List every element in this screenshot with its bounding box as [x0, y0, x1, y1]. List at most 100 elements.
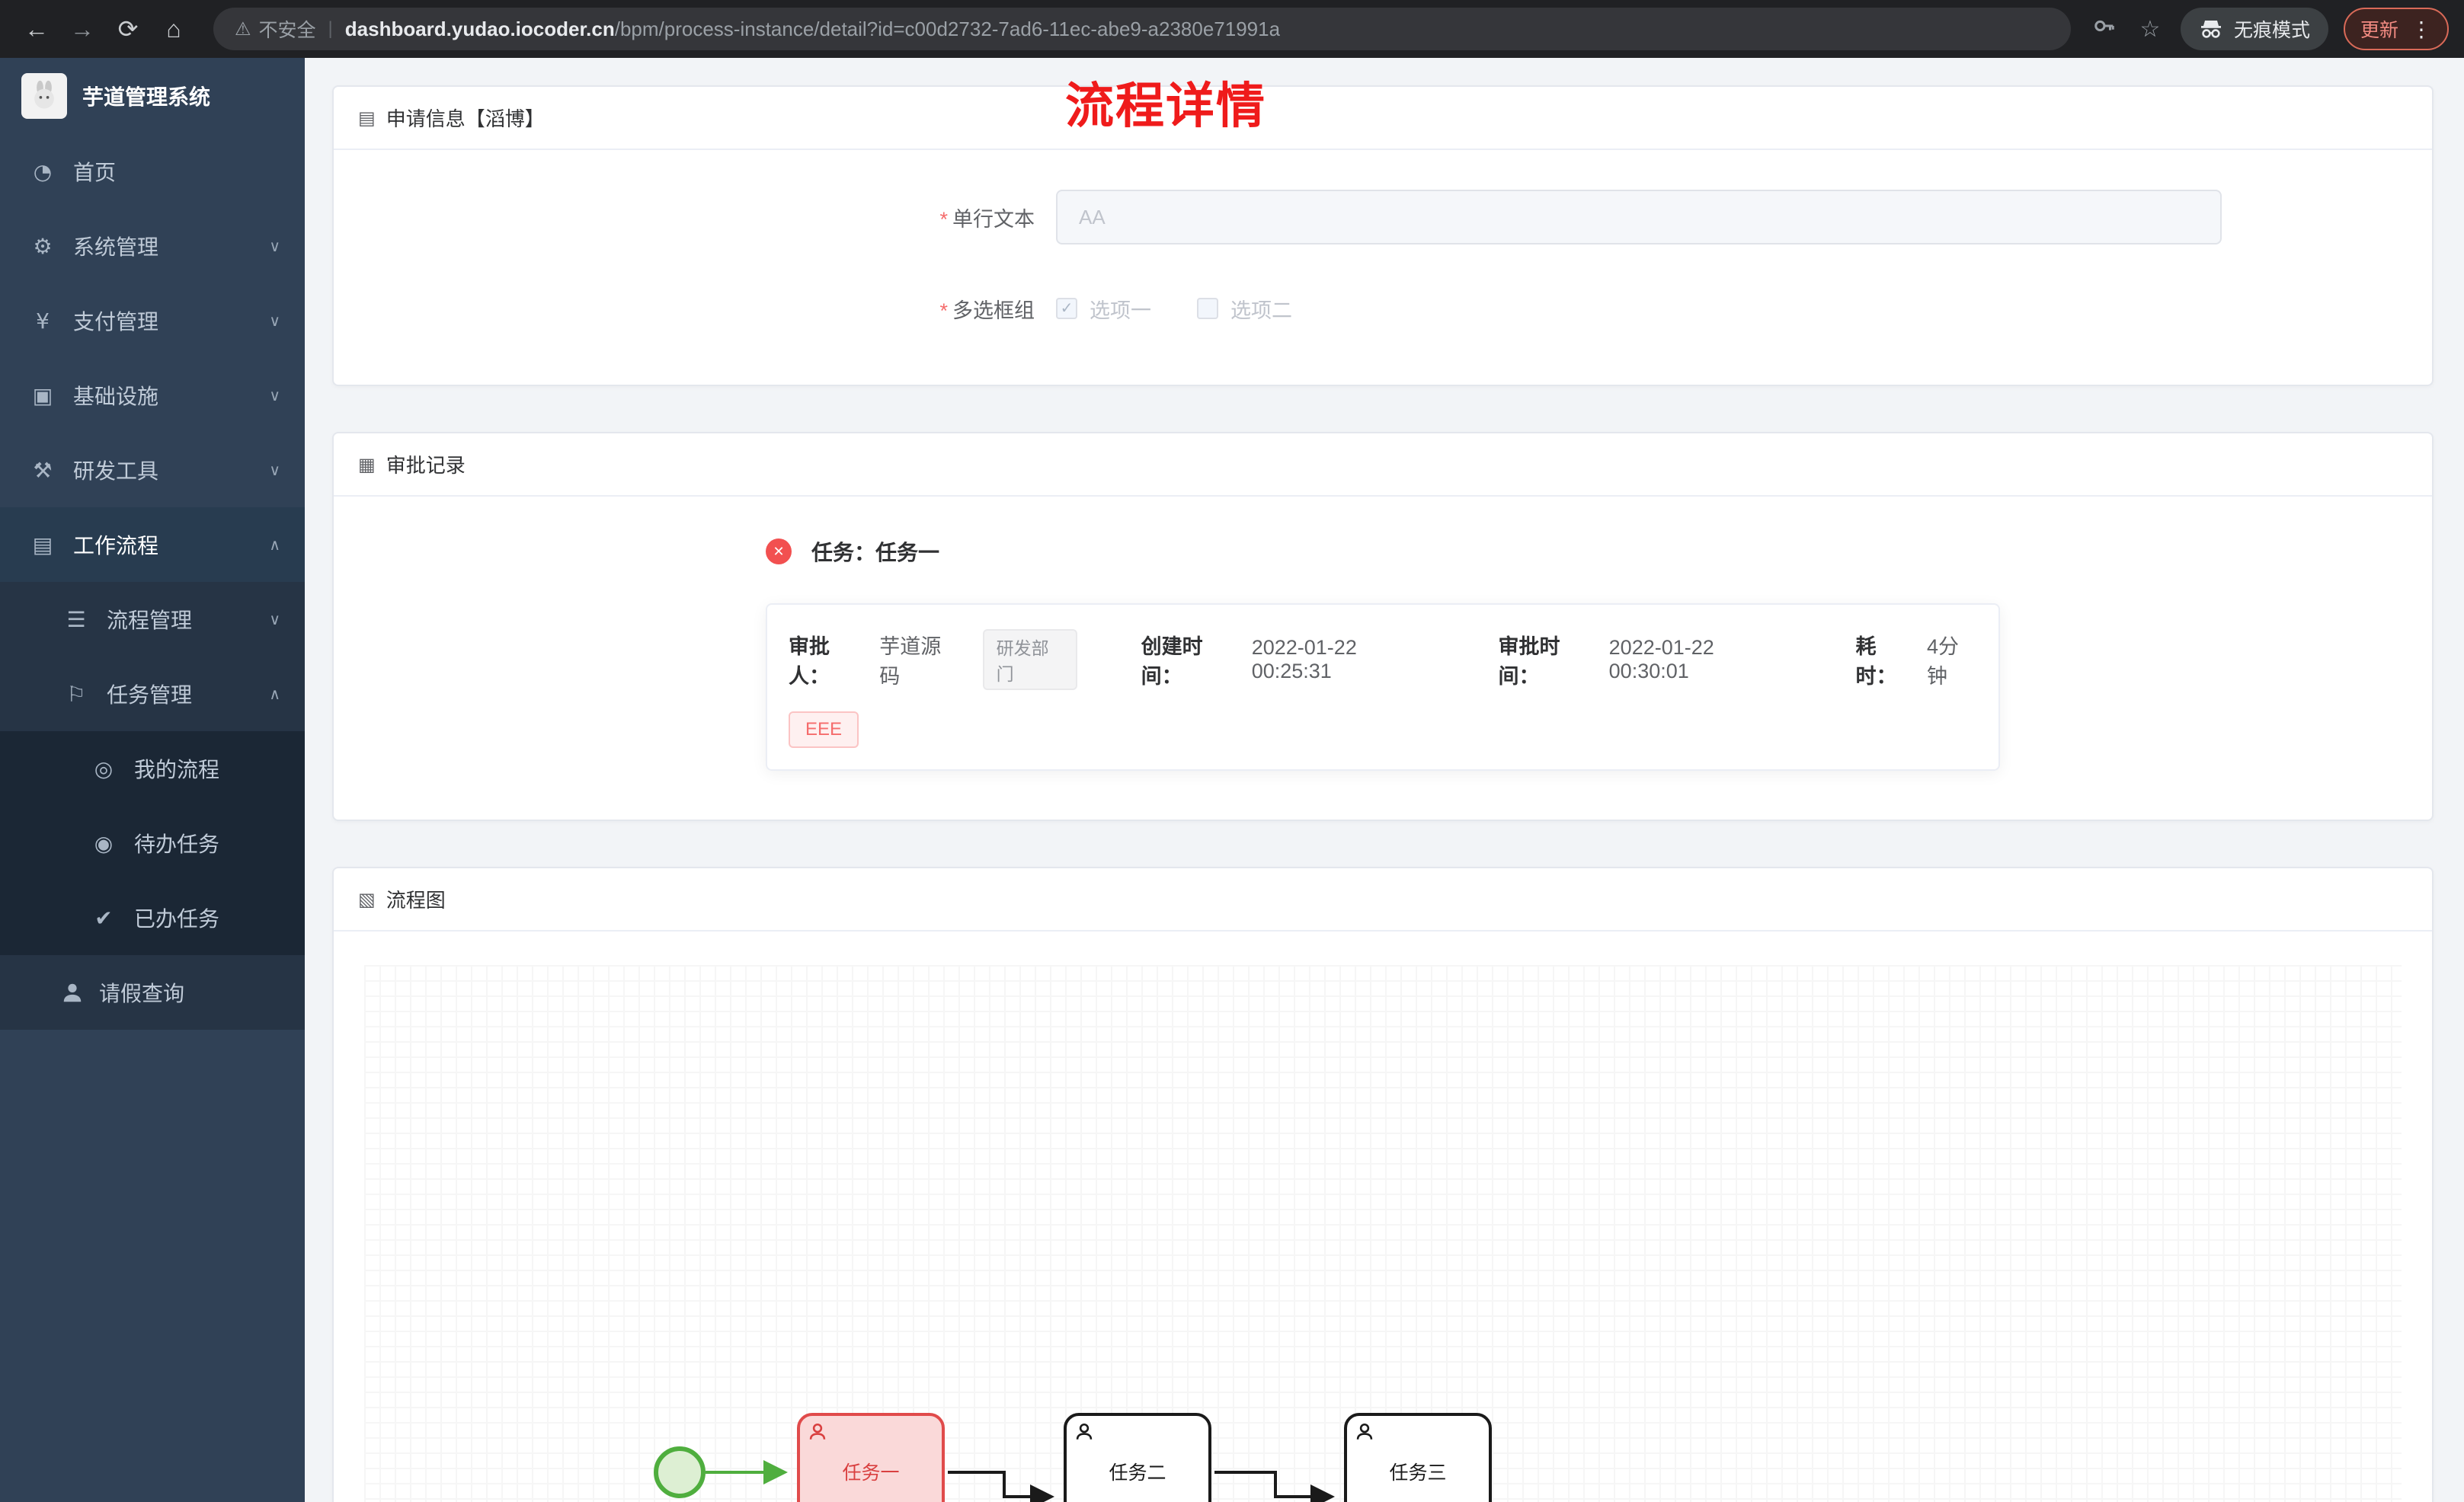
- dashboard-icon: ◔: [33, 158, 53, 184]
- sidebar-item-my-process[interactable]: ◎ 我的流程: [0, 731, 305, 806]
- app-logo[interactable]: 芋道管理系统: [0, 58, 305, 134]
- sidebar-item-infrastructure[interactable]: ▣ 基础设施 ∨: [0, 358, 305, 433]
- required-mark: *: [939, 299, 948, 322]
- dept-tag: 研发部门: [982, 629, 1077, 690]
- task-node-1[interactable]: 任务一: [797, 1413, 945, 1502]
- form-row-checkbox-group: *多选框组 ✓ 选项一 选项二: [334, 281, 2432, 336]
- checkbox-label: 选项二: [1230, 299, 1292, 322]
- field-label: *单行文本: [939, 207, 1035, 231]
- sidebar-item-todo-tasks[interactable]: ◉ 待办任务: [0, 806, 305, 880]
- diagram-icon: ▧: [358, 888, 376, 910]
- sidebar-item-workflow[interactable]: ▤ 工作流程 ∧: [0, 507, 305, 582]
- duration-label: 耗时：: [1855, 635, 1897, 688]
- warning-icon: ⚠: [235, 18, 251, 40]
- logo-rabbit-icon: [21, 73, 67, 119]
- task-title: 任务：任务一: [811, 541, 940, 564]
- chevron-up-icon: ∧: [269, 685, 280, 703]
- start-event-node[interactable]: [654, 1446, 706, 1498]
- approver-name: 芋道源码: [879, 635, 942, 688]
- sidebar-item-label: 工作流程: [73, 534, 159, 558]
- application-info-card: ▤ 申请信息【滔博】 *单行文本 *多选框组 ✓ 选项一 选项二: [332, 85, 2434, 386]
- process-diagram-header: ▧ 流程图: [334, 868, 2432, 932]
- forward-icon[interactable]: →: [70, 15, 94, 43]
- gear-icon: ⚙: [33, 233, 53, 259]
- url-text[interactable]: dashboard.yudao.iocoder.cn/bpm/process-i…: [345, 18, 1280, 41]
- approved-time: 2022-01-22 00:30:01: [1608, 636, 1714, 682]
- url-domain: dashboard.yudao.iocoder.cn: [344, 17, 615, 40]
- document-icon: ▤: [358, 107, 376, 129]
- task-label: 任务二: [1109, 1462, 1166, 1484]
- sidebar-item-devtools[interactable]: ⚒ 研发工具 ∨: [0, 433, 305, 507]
- sidebar-item-home[interactable]: ◔ 首页: [0, 134, 305, 209]
- sidebar-item-label: 待办任务: [134, 832, 220, 856]
- sidebar-item-system[interactable]: ⚙ 系统管理 ∨: [0, 209, 305, 283]
- bpmn-canvas[interactable]: 任务一 任务二 任务三: [364, 965, 2402, 1502]
- chevron-up-icon: ∧: [269, 536, 280, 554]
- sidebar-item-label: 已办任务: [134, 907, 220, 931]
- check-icon: ✔: [94, 905, 113, 931]
- incognito-badge: 无痕模式: [2180, 8, 2328, 50]
- eye-icon: ◉: [94, 830, 114, 856]
- checkbox-unchecked-icon: [1197, 298, 1218, 319]
- sidebar-item-label: 流程管理: [107, 609, 193, 632]
- chevron-down-icon: ∨: [269, 611, 280, 628]
- sidebar-item-leave-query[interactable]: 请假查询: [0, 955, 305, 1030]
- user-task-icon: [809, 1423, 826, 1440]
- browser-toolbar: ← → ⟳ ⌂ ⚠ 不安全 | dashboard.yudao.iocoder.…: [0, 0, 2464, 58]
- bookmark-star-icon[interactable]: ☆: [2139, 16, 2161, 42]
- key-icon[interactable]: [2089, 14, 2120, 43]
- browser-menu-icon[interactable]: ⋮: [2411, 17, 2432, 41]
- created-time: 2022-01-22 00:25:31: [1251, 636, 1357, 682]
- sidebar-item-task-management[interactable]: ⚐ 任务管理 ∧: [0, 657, 305, 731]
- chevron-down-icon: ∨: [269, 462, 280, 479]
- address-bar[interactable]: ⚠ 不安全 | dashboard.yudao.iocoder.cn/bpm/p…: [213, 8, 2071, 50]
- field-label: *多选框组: [939, 299, 1035, 322]
- application-info-title: 申请信息【滔博】: [386, 107, 545, 130]
- sidebar-item-label: 支付管理: [73, 310, 159, 334]
- main-content: 流程详情 ▤ 申请信息【滔博】 *单行文本 *多选框组 ✓ 选项一: [305, 58, 2464, 1502]
- task-label: 任务三: [1389, 1462, 1447, 1484]
- security-label[interactable]: ⚠ 不安全: [235, 18, 316, 42]
- incognito-icon: [2200, 21, 2221, 38]
- approval-record-title: 审批记录: [386, 454, 466, 477]
- chevron-down-icon: ∨: [269, 238, 280, 255]
- task-node-2[interactable]: 任务二: [1064, 1413, 1211, 1502]
- update-label: 更新: [2360, 20, 2398, 41]
- required-mark: *: [939, 207, 948, 231]
- reload-icon[interactable]: ⟳: [117, 15, 139, 43]
- flag-icon: ⚐: [66, 681, 86, 707]
- flow-connectors: [706, 1460, 1335, 1502]
- approver-label: 审批人：: [789, 635, 830, 688]
- approved-label: 审批时间：: [1498, 635, 1560, 688]
- back-icon[interactable]: ←: [24, 15, 49, 43]
- checkbox-group: ✓ 选项一 选项二: [1056, 281, 1292, 336]
- approval-timeline: ✕ 任务：任务一 审批人：芋道源码研发部门 创建时间：2022-01-22 00…: [766, 536, 2000, 771]
- application-info-header: ▤ 申请信息【滔博】: [334, 87, 2432, 150]
- app-title: 芋道管理系统: [82, 85, 211, 109]
- monitor-icon: ▣: [32, 382, 53, 408]
- sidebar-item-process-management[interactable]: ☰ 流程管理 ∨: [0, 582, 305, 657]
- task-label: 任务一: [842, 1462, 900, 1484]
- sidebar-item-label: 基础设施: [73, 385, 159, 408]
- sidebar-item-label: 系统管理: [73, 235, 159, 259]
- comment-tag: EEE: [789, 711, 859, 748]
- sidebar-item-label: 首页: [73, 161, 117, 184]
- sidebar-item-payment[interactable]: ¥ 支付管理 ∨: [0, 283, 305, 358]
- briefcase-icon: ▤: [32, 532, 53, 558]
- user-task-icon: [1356, 1423, 1373, 1440]
- checkbox-label: 选项一: [1090, 299, 1151, 322]
- url-path: /bpm/process-instance/detail?id=c00d2732…: [614, 17, 1281, 40]
- checkbox-option-2[interactable]: 选项二: [1197, 294, 1292, 324]
- sidebar-item-label: 我的流程: [134, 758, 220, 781]
- update-button[interactable]: 更新 ⋮: [2343, 8, 2449, 50]
- yen-icon: ¥: [36, 308, 50, 334]
- home-icon[interactable]: ⌂: [166, 15, 181, 43]
- flow-task2-to-task3: [1214, 1471, 1335, 1502]
- checkbox-option-1[interactable]: ✓ 选项一: [1056, 294, 1151, 324]
- task-node-3[interactable]: 任务三: [1344, 1413, 1492, 1502]
- process-diagram-title: 流程图: [386, 889, 446, 912]
- approval-record-header: ▦ 审批记录: [334, 433, 2432, 497]
- single-text-input[interactable]: [1056, 190, 2222, 244]
- sidebar-item-done-tasks[interactable]: ✔ 已办任务: [0, 880, 305, 955]
- url-separator: |: [328, 18, 333, 39]
